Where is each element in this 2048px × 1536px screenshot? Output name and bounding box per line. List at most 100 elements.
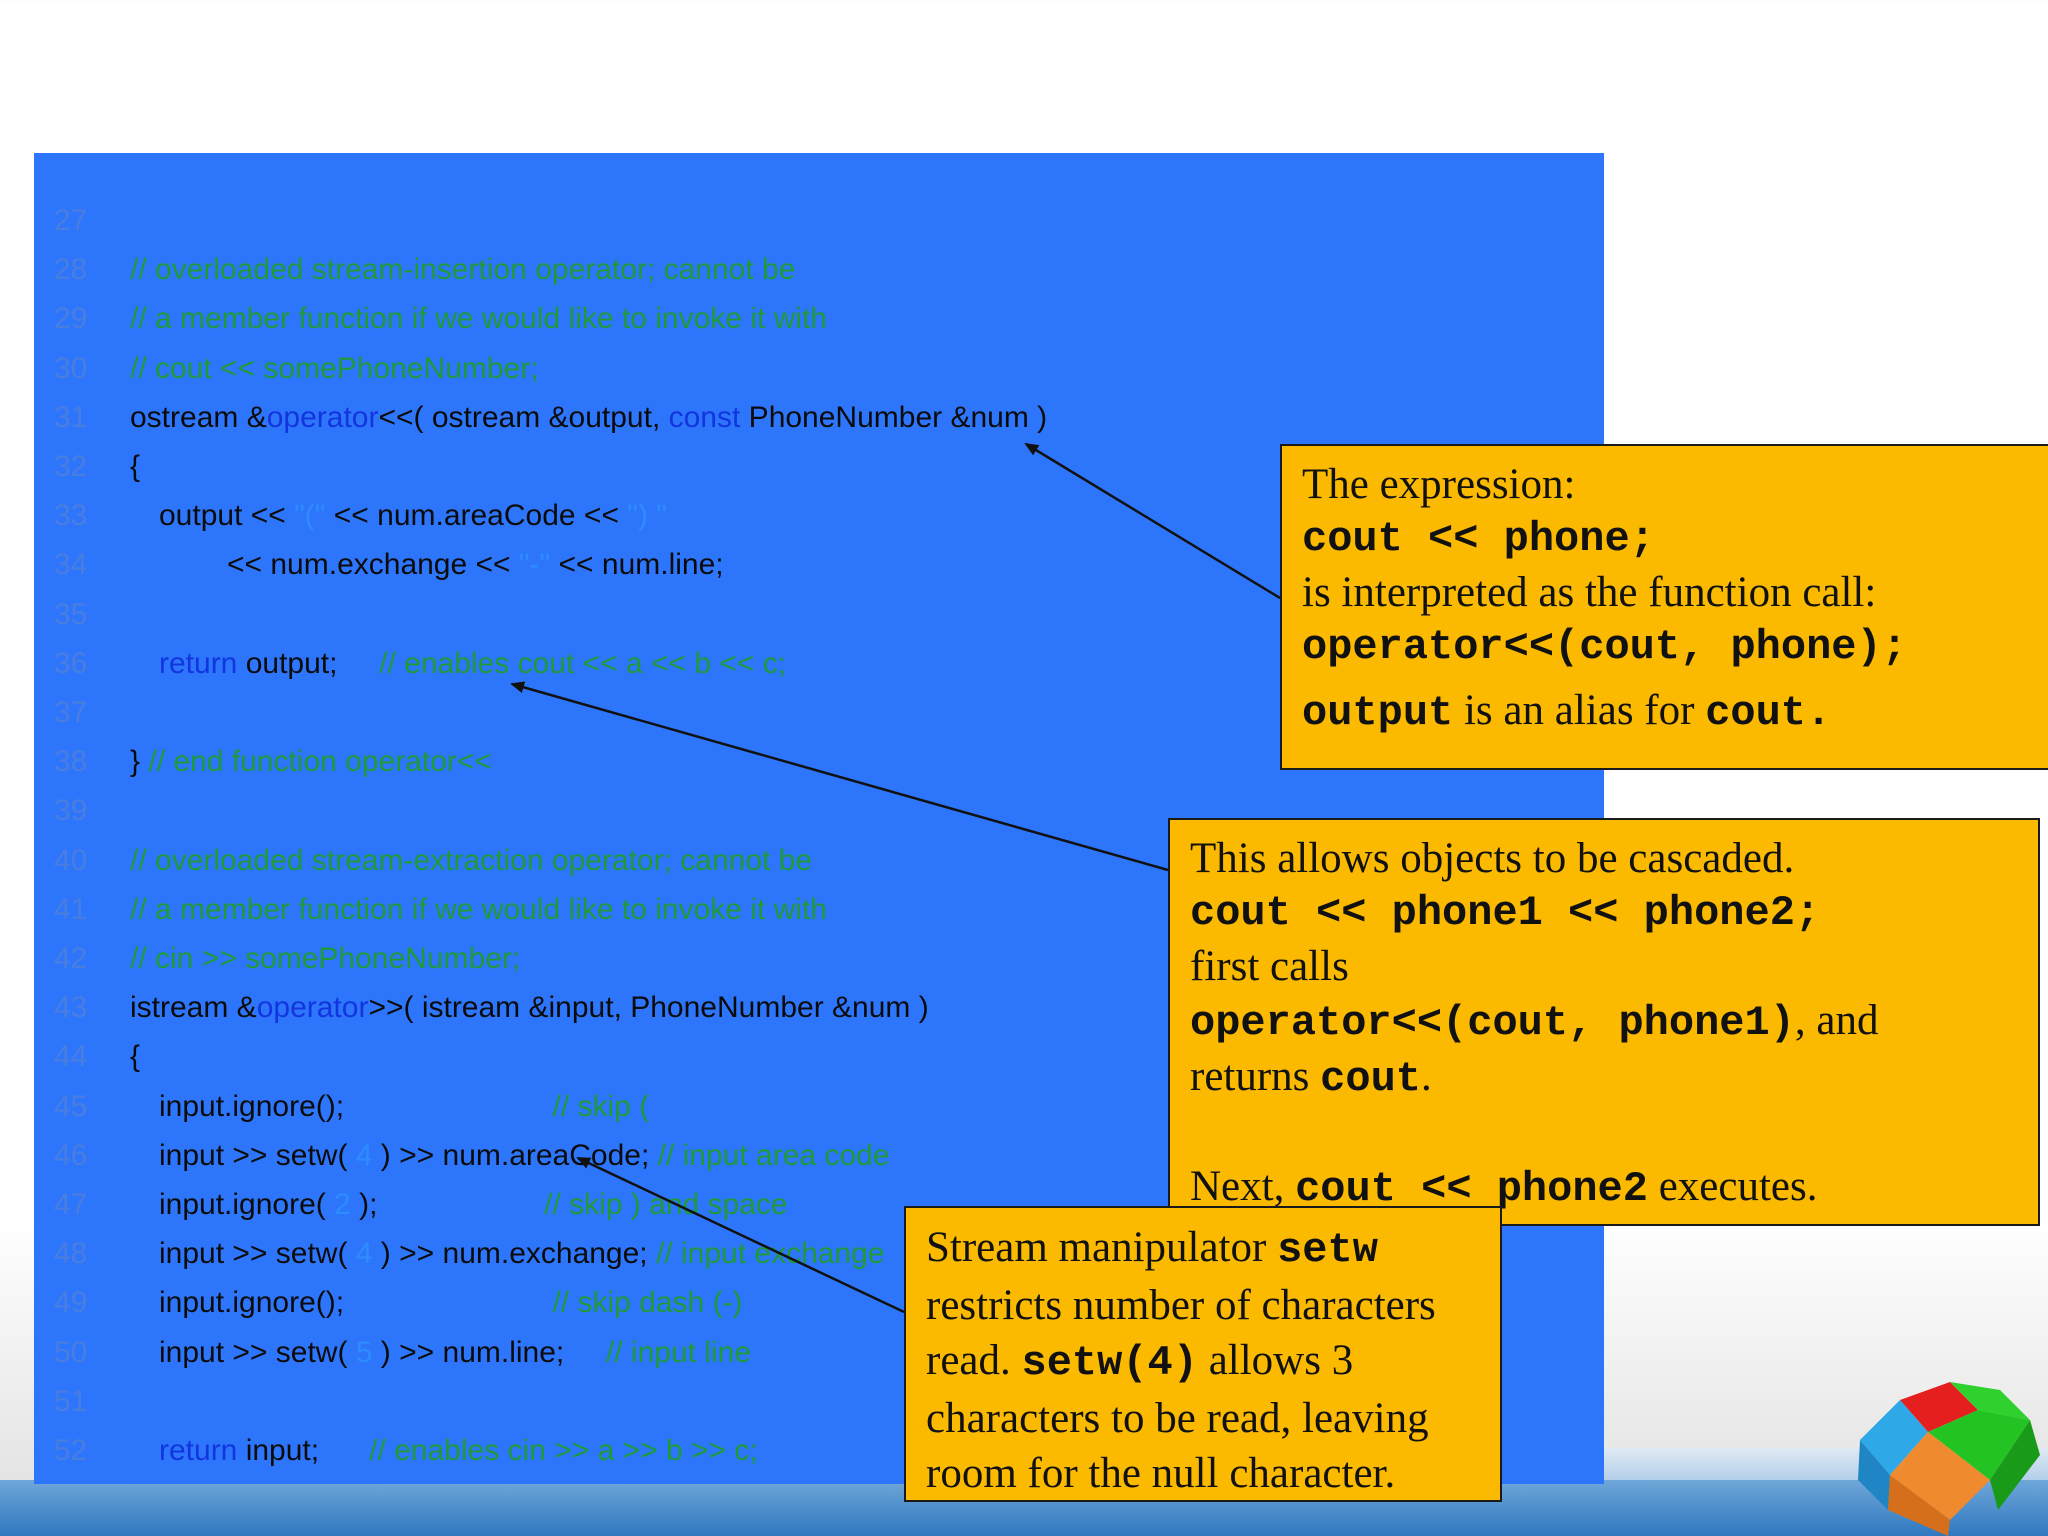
setw-read: read. bbox=[926, 1337, 1022, 1384]
code-token: // skip ( bbox=[552, 1089, 650, 1123]
line-number: 39 bbox=[54, 794, 88, 828]
code-token: ) >> num.exchange; bbox=[372, 1237, 656, 1271]
callout-setw-line5: room for the null character. bbox=[926, 1450, 1396, 1497]
code-token: output << bbox=[159, 499, 295, 533]
code-token: { bbox=[130, 450, 141, 483]
code-token: return bbox=[159, 1434, 238, 1467]
code-token: // input area code bbox=[657, 1138, 890, 1172]
code-token: // a member function if we would like to… bbox=[130, 892, 827, 926]
callout-setw-line2: restricts number of characters bbox=[926, 1282, 1436, 1329]
code-token: input.ignore(); bbox=[159, 1089, 553, 1123]
line-number: 46 bbox=[54, 1138, 88, 1172]
code-token: // enables cout << a << b << c; bbox=[379, 646, 787, 680]
line-number: 41 bbox=[54, 892, 88, 926]
code-token: istream & bbox=[130, 991, 257, 1025]
line-number: 31 bbox=[54, 400, 88, 434]
code-token: 2 bbox=[334, 1188, 351, 1221]
callout-setw: Stream manipulator setw restricts number… bbox=[904, 1206, 1502, 1502]
line-number: 40 bbox=[54, 843, 88, 877]
code-token: "(" bbox=[294, 499, 326, 533]
callout-cascade-line1: This allows objects to be cascaded. bbox=[1190, 835, 1795, 882]
code-text: ostream &operator<<( ostream &output, co… bbox=[130, 398, 1047, 438]
code-text: input >> setw( 4 ) >> num.areaCode; // i… bbox=[159, 1136, 889, 1176]
line-number: 27 bbox=[54, 204, 88, 237]
code-text: output << "(" << num.areaCode << ") " bbox=[159, 496, 667, 536]
code-text: istream &operator>>( istream &input, Pho… bbox=[130, 988, 929, 1028]
cascade-code2: cout << phone2 bbox=[1295, 1165, 1648, 1213]
line-number: 52 bbox=[54, 1434, 88, 1467]
code-token: ) >> num.areaCode; bbox=[372, 1138, 658, 1172]
callout-cascade-line3: first calls bbox=[1190, 943, 1349, 990]
code-text: { bbox=[130, 1037, 140, 1077]
cascade-period: . bbox=[1420, 1053, 1432, 1100]
code-token: ") " bbox=[627, 499, 667, 533]
code-token: input >> setw( bbox=[159, 1335, 356, 1369]
code-token: { bbox=[130, 1040, 141, 1074]
code-text: // cin >> somePhoneNumber; bbox=[130, 939, 520, 979]
code-token: operator bbox=[266, 400, 379, 434]
callout-expression-line3: is interpreted as the function call: bbox=[1302, 569, 1877, 616]
code-token: ) >> num.line; bbox=[372, 1335, 606, 1369]
code-token: // overloaded stream-insertion operator;… bbox=[130, 253, 796, 287]
line-number: 49 bbox=[54, 1286, 88, 1320]
alias-text: is an alias for bbox=[1453, 687, 1706, 734]
code-text: // a member function if we would like to… bbox=[130, 299, 827, 339]
alias-cout: cout. bbox=[1705, 689, 1832, 737]
cascade-returns: returns bbox=[1190, 1053, 1321, 1100]
code-text: return input; // enables cin >> a >> b >… bbox=[159, 1431, 758, 1471]
cascade-executes: executes. bbox=[1647, 1163, 1818, 1210]
callout-cascade: This allows objects to be cascaded. cout… bbox=[1168, 818, 2040, 1226]
alias-output: output bbox=[1302, 689, 1454, 737]
code-text: return output; // enables cout << a << b… bbox=[159, 644, 786, 684]
callout-cascade-line4: operator<<(cout, phone1), and bbox=[1190, 994, 2018, 1050]
line-number: 44 bbox=[54, 1040, 88, 1074]
cascade-cout: cout bbox=[1320, 1055, 1421, 1103]
code-token: >>( istream &input, PhoneNumber &num ) bbox=[368, 991, 929, 1025]
code-token: // input exchange bbox=[655, 1237, 885, 1271]
code-token: input; bbox=[237, 1434, 370, 1467]
cube-logo-icon bbox=[1858, 1382, 2040, 1536]
code-text: // overloaded stream-extraction operator… bbox=[130, 841, 812, 881]
line-number: 45 bbox=[54, 1089, 88, 1123]
callout-expression-line1: The expression: bbox=[1302, 461, 1576, 508]
code-text: input >> setw( 5 ) >> num.line; // input… bbox=[159, 1333, 751, 1373]
code-token: input.ignore( bbox=[159, 1188, 335, 1221]
callout-cascade-code1: cout << phone1 << phone2; bbox=[1190, 889, 1821, 937]
code-token: const bbox=[668, 400, 741, 434]
code-token: PhoneNumber &num ) bbox=[740, 400, 1048, 434]
callout-setw-line3: read. setw(4) allows 3 bbox=[926, 1333, 1480, 1391]
line-number: 34 bbox=[54, 548, 88, 582]
code-text: input.ignore( 2 ); // skip ) and space bbox=[159, 1185, 788, 1225]
setw-allows: allows 3 bbox=[1197, 1337, 1354, 1384]
code-text: // a member function if we would like to… bbox=[130, 890, 827, 930]
code-token: } bbox=[130, 745, 149, 779]
code-text: { bbox=[130, 447, 140, 487]
callout-expression-alias: output is an alias for cout. bbox=[1302, 684, 2030, 740]
code-token: 4 bbox=[355, 1237, 373, 1271]
callout-cascade-line6: Next, cout << phone2 executes. bbox=[1190, 1160, 2018, 1216]
callout-setw-line4: characters to be read, leaving bbox=[926, 1395, 1429, 1442]
code-token: // skip dash (-) bbox=[552, 1286, 743, 1320]
setw-keyword: setw bbox=[1277, 1226, 1378, 1274]
code-token: ); bbox=[350, 1188, 545, 1221]
code-token: 4 bbox=[355, 1138, 373, 1172]
cascade-call: operator<<(cout, phone1) bbox=[1190, 999, 1795, 1047]
line-number: 50 bbox=[54, 1335, 88, 1369]
cascade-and: , and bbox=[1794, 997, 1879, 1044]
code-token: << num.areaCode << bbox=[325, 499, 628, 533]
line-number: 37 bbox=[54, 696, 88, 729]
line-number: 28 bbox=[54, 253, 88, 287]
code-token: << num.exchange << bbox=[227, 548, 519, 582]
code-token: input >> setw( bbox=[159, 1138, 356, 1172]
code-token: << num.line; bbox=[550, 548, 724, 582]
callout-expression: The expression: cout << phone; is interp… bbox=[1280, 444, 2048, 770]
code-token: operator bbox=[256, 991, 369, 1025]
line-number: 51 bbox=[54, 1384, 88, 1418]
code-token: <<( ostream &output, bbox=[378, 400, 669, 434]
line-number: 38 bbox=[54, 745, 88, 779]
code-token: // skip ) and space bbox=[544, 1188, 788, 1221]
cascade-next: Next, bbox=[1190, 1163, 1296, 1210]
line-number: 42 bbox=[54, 942, 88, 975]
code-token: 5 bbox=[355, 1335, 373, 1369]
code-token: input >> setw( bbox=[159, 1237, 356, 1271]
